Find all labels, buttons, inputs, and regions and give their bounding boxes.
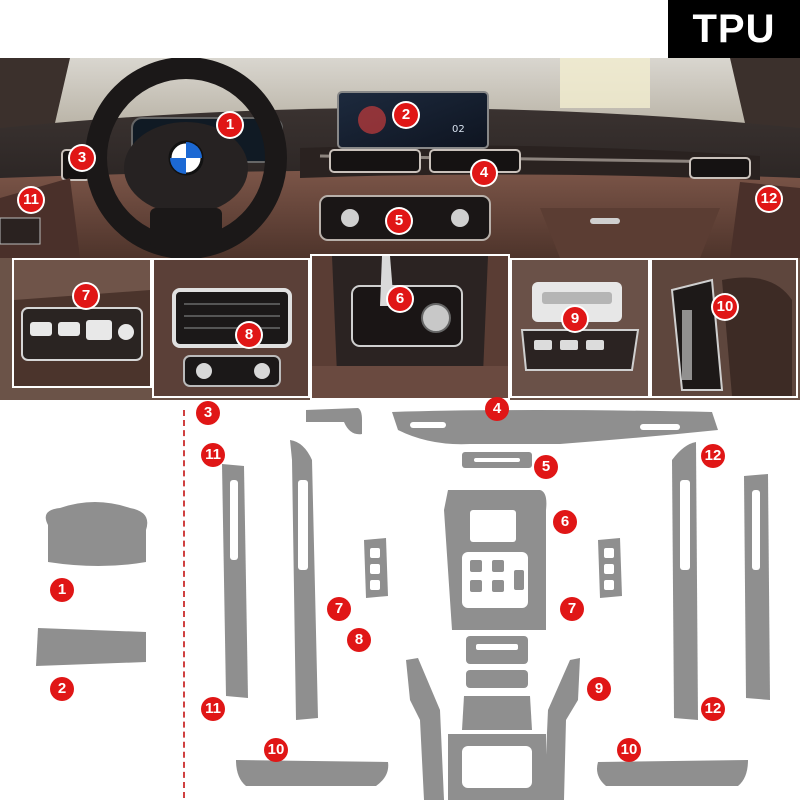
marker-1-diagram: 1 bbox=[50, 578, 74, 602]
piece-rear-left-armrest bbox=[406, 658, 444, 800]
marker-7-diagram-left: 7 bbox=[327, 597, 351, 621]
cut-pieces-diagram bbox=[0, 400, 800, 800]
marker-11-diagram-bottom: 11 bbox=[201, 697, 225, 721]
inset-seat-controls bbox=[12, 258, 152, 388]
marker-6-photo: 6 bbox=[388, 287, 412, 311]
piece-center-screen bbox=[36, 628, 146, 666]
piece-right-door-strip-a bbox=[672, 442, 698, 720]
marker-12-diagram-top: 12 bbox=[701, 444, 725, 468]
marker-3-photo: 3 bbox=[70, 146, 94, 170]
piece-rear-console-top bbox=[462, 696, 532, 730]
marker-10-diagram-left: 10 bbox=[264, 738, 288, 762]
marker-6-diagram: 6 bbox=[553, 510, 577, 534]
piece-rear-right-armrest bbox=[544, 658, 580, 800]
marker-3-diagram: 3 bbox=[196, 401, 220, 425]
marker-2-photo: 2 bbox=[394, 103, 418, 127]
marker-12-diagram-bottom: 12 bbox=[701, 697, 725, 721]
marker-10-diagram-right: 10 bbox=[617, 738, 641, 762]
piece-left-door-strip-a bbox=[222, 464, 248, 698]
marker-10-photo: 10 bbox=[713, 295, 737, 319]
marker-1-photo: 1 bbox=[218, 113, 242, 137]
marker-4-diagram: 4 bbox=[485, 397, 509, 421]
piece-rear-right-trim bbox=[597, 760, 748, 786]
film-pieces bbox=[36, 408, 770, 800]
marker-11-photo: 11 bbox=[19, 188, 43, 212]
piece-strip-3 bbox=[306, 408, 362, 435]
screen-text: 02 bbox=[452, 124, 465, 135]
marker-9-photo: 9 bbox=[563, 307, 587, 331]
marker-8-diagram: 8 bbox=[347, 628, 371, 652]
material-badge: TPU bbox=[668, 0, 800, 58]
inset-rear-console bbox=[152, 258, 310, 398]
piece-cluster bbox=[45, 502, 148, 566]
piece-right-door-strip-b bbox=[744, 474, 770, 700]
piece-dash-trim bbox=[392, 410, 718, 445]
piece-left-door-strip-b bbox=[290, 440, 318, 720]
marker-11-diagram-top: 11 bbox=[201, 443, 225, 467]
piece-rear-left-trim bbox=[236, 760, 389, 786]
section-divider bbox=[183, 410, 185, 798]
marker-5-diagram: 5 bbox=[534, 455, 558, 479]
inset-door-trim bbox=[650, 258, 798, 398]
marker-8-photo: 8 bbox=[237, 323, 261, 347]
marker-2-diagram: 2 bbox=[50, 677, 74, 701]
marker-5-photo: 5 bbox=[387, 209, 411, 233]
inset-center-console bbox=[310, 254, 510, 400]
piece-rear-control bbox=[466, 670, 528, 688]
marker-4-photo: 4 bbox=[472, 161, 496, 185]
marker-7-diagram-right: 7 bbox=[560, 597, 584, 621]
marker-9-diagram: 9 bbox=[587, 677, 611, 701]
marker-12-photo: 12 bbox=[757, 187, 781, 211]
marker-7-photo: 7 bbox=[74, 284, 98, 308]
